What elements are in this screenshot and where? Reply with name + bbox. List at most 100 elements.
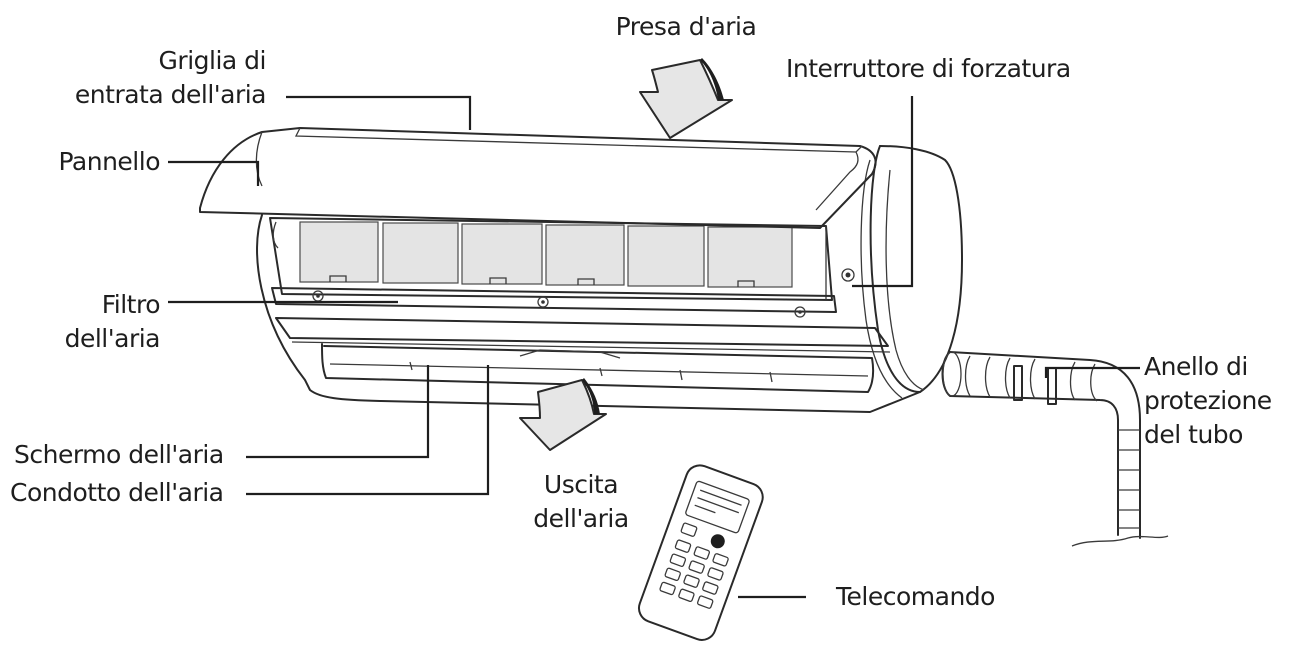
label-condotto: Condotto dell'aria [10,476,224,510]
panel-top-edge [294,127,863,153]
label-anello-line3: del tubo [1144,420,1243,449]
screw [794,306,806,318]
label-pannello-text: Pannello [58,147,160,176]
label-condotto-text: Condotto dell'aria [10,478,224,507]
frame-rail [271,287,837,313]
remote-power-button [710,534,725,549]
label-schermo: Schermo dell'aria [14,438,224,472]
emergency-switch [841,268,855,282]
wall-line [1071,535,1169,547]
pipe-end [942,351,962,397]
screw [537,296,549,308]
remote-button [688,560,705,574]
label-pannello: Pannello [20,145,160,179]
housing-outline [256,145,963,413]
screw-center [316,294,320,298]
air-outlet [321,343,875,393]
remote-display-segments [694,489,742,514]
lower-band [275,317,889,347]
lower-band-edge [291,341,891,353]
label-interruttore: Interruttore di forzatura [786,52,1071,86]
panel-shell [199,127,877,229]
side-cap [869,145,921,393]
label-presa-aria-text: Presa d'aria [615,12,757,41]
filter-panel-4 [545,224,625,286]
remote-button [693,546,710,560]
label-anello-line1: Anello di [1144,352,1248,381]
label-telecomando: Telecomando [836,580,995,614]
pipe-ribs [964,355,1098,402]
front-panel [199,127,877,229]
pipe-vertical-ribs [1118,429,1140,529]
remote-display [685,480,750,534]
remote-button [674,539,692,553]
air-intake-arrow [639,59,733,139]
filter-tab [329,275,347,282]
side-cap-edge [885,169,925,391]
filter-tab [577,278,595,285]
leader-lines [168,95,1140,599]
label-schermo-text: Schermo dell'aria [14,440,224,469]
label-telecomando-text: Telecomando [836,582,995,611]
air-intake-arrow-shade [700,58,724,100]
remote-button [678,588,695,602]
label-filtro-line2: dell'aria [64,324,161,353]
label-filtro-line1: Filtro [101,290,161,319]
label-griglia-line2: entrata dell'aria [74,80,267,109]
leader-griglia [286,95,472,130]
air-outlet-arrow-shade [582,378,600,414]
panel-left-edge [255,131,263,187]
label-uscita-line2: dell'aria [533,504,629,533]
remote-button [712,553,729,567]
label-uscita-line1: Uscita [543,470,619,499]
filter-panel-5 [627,225,705,287]
remote-button [696,595,714,609]
leader-pannello [168,160,260,186]
filter-panel-1 [299,221,379,283]
label-filtro: Filtro dell'aria [30,288,161,356]
emergency-switch-center [845,272,851,278]
pipe [941,351,1169,547]
remote-button [702,581,719,595]
air-outlet-arrow [519,379,607,451]
filter-tab [737,280,755,287]
leader-anello [1044,366,1140,378]
remote-button [680,522,698,537]
pipe-top-outline [949,351,1141,539]
louvre-slot [599,367,603,377]
label-uscita: Uscita dell'aria [516,468,646,536]
louvre-slot [769,371,773,383]
screw-center [541,300,545,304]
remote-button [669,553,687,567]
louvre-slot [679,369,683,381]
side-knob [272,221,279,249]
remote-button [707,567,724,581]
filter-panel-2 [382,222,459,284]
side-cap-inner [860,159,903,399]
leader-interruttore [852,96,914,288]
remote-control [637,464,764,641]
leader-schermo [246,365,430,459]
remote-button [664,567,681,582]
louvre-slot [409,361,413,371]
remote-body [637,464,764,641]
air-filter [299,221,793,288]
indoor-unit [256,145,963,413]
leader-condotto [246,365,490,496]
label-griglia: Griglia di entrata dell'aria [30,44,267,112]
louvre-line [329,363,869,377]
screw-center [798,310,802,314]
label-anello: Anello di protezione del tubo [1144,350,1272,452]
protection-ring-1 [1013,365,1023,401]
label-presa-aria: Presa d'aria [604,10,768,44]
remote-button [659,581,676,596]
remote-button [683,574,700,588]
label-griglia-line1: Griglia di [158,46,267,75]
louvre-tab [519,349,621,359]
filter-panel-6 [707,226,793,288]
panel-right-edge [815,151,859,211]
label-anello-line2: protezione [1144,386,1272,415]
label-interruttore-text: Interruttore di forzatura [786,54,1071,83]
